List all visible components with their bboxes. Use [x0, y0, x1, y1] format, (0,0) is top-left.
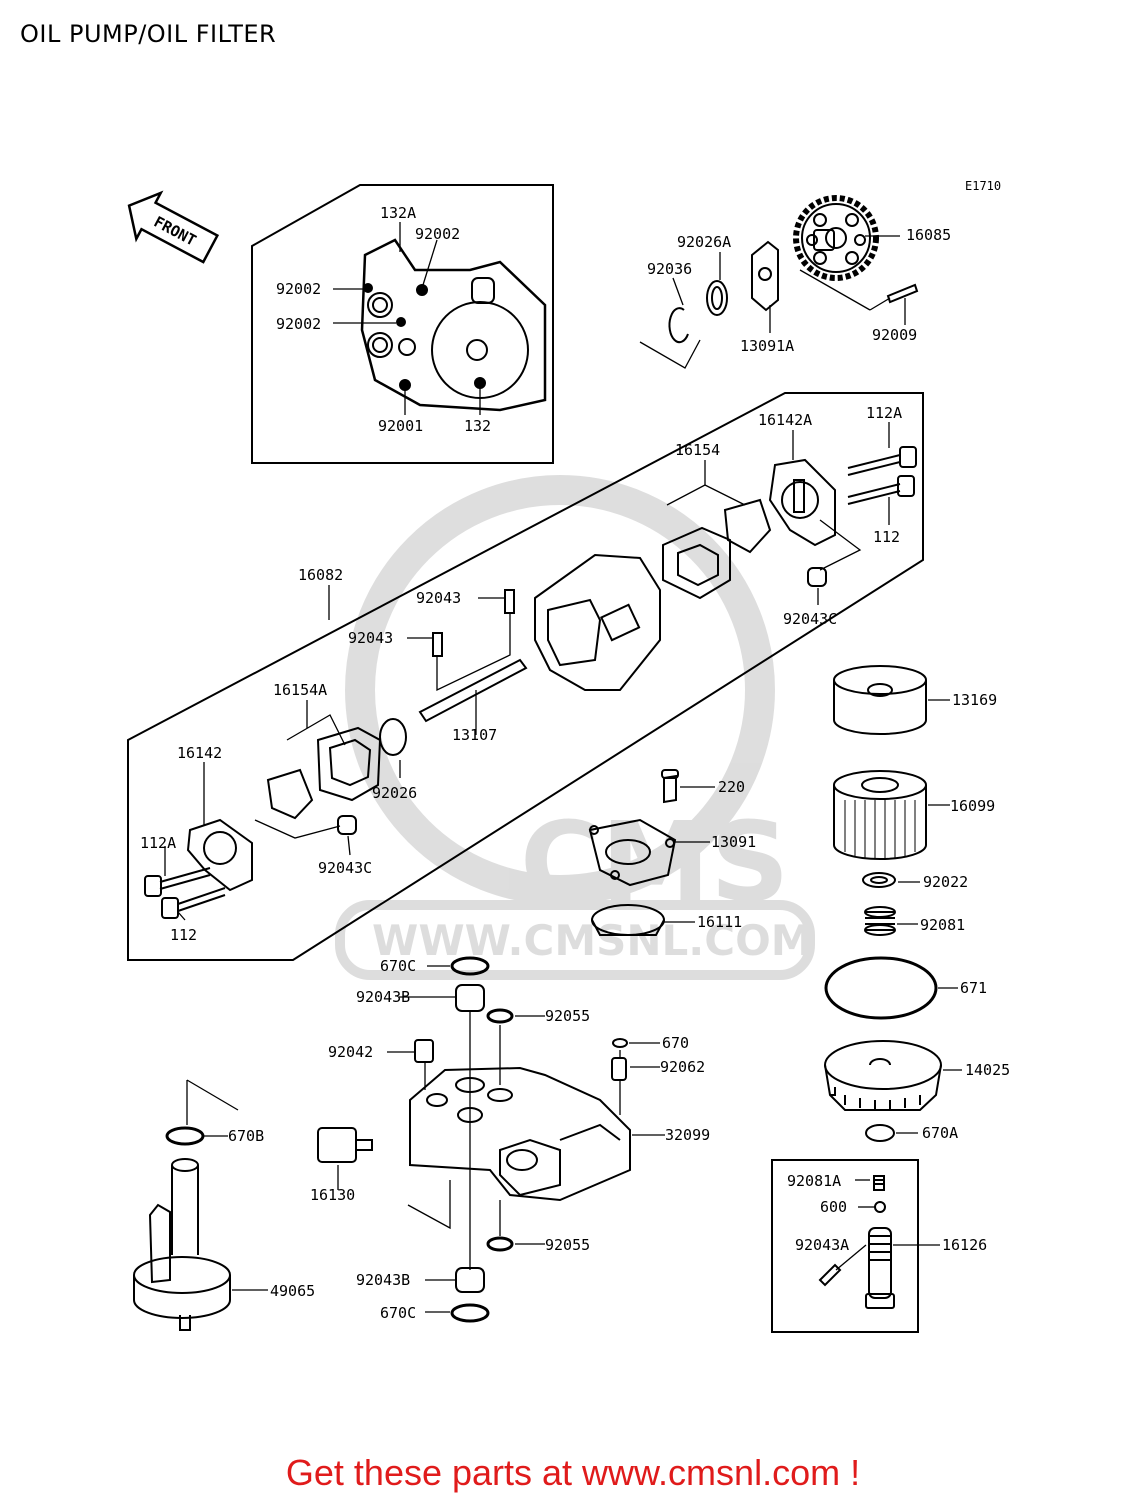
callout-14025: 14025 [965, 1061, 1010, 1079]
callout-16099: 16099 [950, 797, 995, 815]
housing-leaders [337, 965, 665, 1313]
callout-92055-bottom: 92055 [545, 1236, 590, 1254]
callout-92036: 92036 [647, 260, 692, 278]
callout-16142A: 16142A [758, 411, 812, 429]
cover-group [588, 769, 679, 936]
callout-13091: 13091 [711, 833, 756, 851]
callout-132A: 132A [380, 204, 416, 222]
callout-13107: 13107 [452, 726, 497, 744]
gear-leaders [639, 235, 906, 369]
callout-16142: 16142 [177, 744, 222, 762]
strainer-leaders [186, 1079, 268, 1291]
callout-92042: 92042 [328, 1043, 373, 1061]
callout-112-left: 112 [170, 926, 197, 944]
callout-92009: 92009 [872, 326, 917, 344]
callout-92081A: 92081A [787, 1172, 841, 1190]
callout-670: 670 [662, 1034, 689, 1052]
callout-92026A: 92026A [677, 233, 731, 251]
callout-92062: 92062 [660, 1058, 705, 1076]
callout-600: 600 [820, 1198, 847, 1216]
callout-112A-right: 112A [866, 404, 902, 422]
inset-leaders [333, 222, 481, 415]
drive-gear-group [668, 195, 919, 344]
promo-link[interactable]: Get these parts at www.cmsnl.com ! [285, 1452, 861, 1493]
callout-16111: 16111 [697, 913, 742, 931]
callout-670B: 670B [228, 1127, 264, 1145]
callout-92043B-top: 92043B [356, 988, 410, 1006]
filter-leaders [896, 699, 962, 1134]
front-arrow: FRONT [127, 190, 220, 264]
callout-16126: 16126 [942, 1236, 987, 1254]
callout-92002-c: 92002 [276, 315, 321, 333]
callout-670C-top: 670C [380, 957, 416, 975]
callout-92043C-right: 92043C [783, 610, 837, 628]
callout-92081: 92081 [920, 916, 965, 934]
callout-220: 220 [718, 778, 745, 796]
callout-13169: 13169 [952, 691, 997, 709]
callout-670A: 670A [922, 1124, 958, 1142]
callout-670C-bottom: 670C [380, 1304, 416, 1322]
cover-leaders [664, 786, 715, 923]
callout-112-right: 112 [873, 528, 900, 546]
strainer-group [133, 1126, 231, 1331]
watermark: CMS WWW.CMSNL.COM [335, 475, 815, 980]
callout-671: 671 [960, 979, 987, 997]
callout-16085: 16085 [906, 226, 951, 244]
relief-valve-inset [771, 1159, 919, 1333]
callout-32099: 32099 [665, 1126, 710, 1144]
oil-filter-stack [824, 665, 942, 1142]
callout-16082: 16082 [298, 566, 343, 584]
pump-assembly-outline [127, 392, 924, 961]
callout-16130: 16130 [310, 1186, 355, 1204]
callout-92043-b: 92043 [348, 629, 393, 647]
callout-132: 132 [464, 417, 491, 435]
callout-92001: 92001 [378, 417, 423, 435]
callout-92043A: 92043A [795, 1236, 849, 1254]
pump-housing-group [317, 956, 631, 1323]
callout-13091A: 13091A [740, 337, 794, 355]
relief-leaders [835, 1179, 940, 1271]
page-title: OIL PUMP/OIL FILTER [20, 20, 277, 48]
callout-92022: 92022 [923, 873, 968, 891]
callout-92043-a: 92043 [416, 589, 461, 607]
diagram-code: E1710 [965, 179, 1001, 193]
callout-112A-left: 112A [140, 834, 176, 852]
callout-92002-b: 92002 [276, 280, 321, 298]
callout-92043C-left: 92043C [318, 859, 372, 877]
callout-49065: 49065 [270, 1282, 315, 1300]
callout-92055-top: 92055 [545, 1007, 590, 1025]
callout-16154: 16154 [675, 441, 720, 459]
watermark-logo: CMS [520, 798, 789, 926]
pump-assembly-leaders [164, 422, 890, 921]
callout-92026: 92026 [372, 784, 417, 802]
callout-92002-a: 92002 [415, 225, 460, 243]
callout-16154A: 16154A [273, 681, 327, 699]
callout-92043B-bottom: 92043B [356, 1271, 410, 1289]
